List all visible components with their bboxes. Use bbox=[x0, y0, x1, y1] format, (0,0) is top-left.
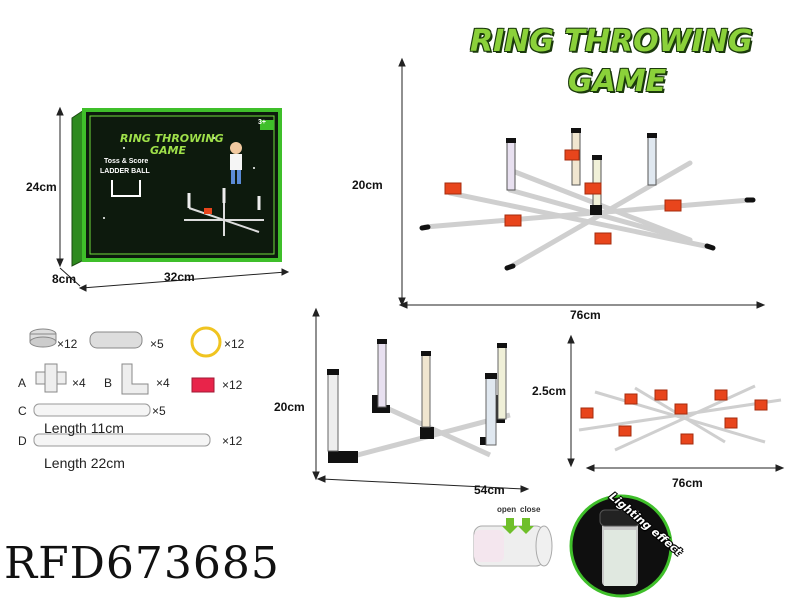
cap-qty: ×12 bbox=[57, 337, 78, 351]
product-box bbox=[64, 108, 286, 268]
box-subtitle-line2: LADDER BALL bbox=[100, 168, 150, 175]
pipe-short-icon bbox=[33, 403, 151, 417]
box-height-label: 24cm bbox=[26, 180, 57, 194]
large-width-label: 76cm bbox=[570, 308, 601, 322]
box-subtitle-line1: Toss & Score bbox=[104, 158, 149, 165]
flat-height-label: 2.5cm bbox=[532, 384, 567, 398]
small-width-label: 54cm bbox=[474, 483, 505, 497]
ring-icon bbox=[190, 326, 222, 358]
ring-qty: ×12 bbox=[224, 337, 245, 351]
pipe-long-icon bbox=[33, 433, 211, 447]
pipe-long-qty: ×12 bbox=[222, 434, 243, 448]
part-d-letter: D bbox=[18, 434, 27, 448]
game-title-line1: RING THROWING bbox=[470, 24, 753, 59]
cap-icon bbox=[29, 328, 57, 348]
pipe-short-length: Length 11cm bbox=[44, 420, 124, 436]
elbow-connector-icon bbox=[121, 363, 149, 395]
box-title-line1: RING THROWING bbox=[120, 132, 224, 145]
switch-open-label: open bbox=[497, 505, 517, 514]
switch-close-label: close bbox=[520, 505, 541, 514]
pipe-short-qty: ×5 bbox=[152, 404, 166, 418]
game-title-line2: GAME bbox=[568, 64, 667, 99]
box-title-line2: GAME bbox=[150, 144, 187, 157]
box-depth-label: 8cm bbox=[52, 272, 77, 286]
box-dimension-arrows bbox=[56, 106, 290, 292]
tube-joint-qty: ×5 bbox=[150, 337, 164, 351]
part-c-letter: C bbox=[18, 404, 27, 418]
assembled-game-small bbox=[312, 307, 530, 493]
large-height-label: 20cm bbox=[352, 178, 383, 192]
lighting-switch-detail bbox=[473, 518, 553, 567]
cross-connector-qty: ×4 bbox=[72, 376, 86, 390]
pipe-long-length: Length 22cm bbox=[44, 455, 125, 471]
cross-connector-icon bbox=[35, 363, 67, 393]
beanbag-qty: ×12 bbox=[222, 378, 243, 392]
box-age-badge: 3+ bbox=[258, 119, 266, 126]
small-height-label: 20cm bbox=[274, 400, 305, 414]
flat-width-label: 76cm bbox=[672, 476, 703, 490]
box-width-label: 32cm bbox=[164, 270, 195, 284]
tube-joint-icon bbox=[89, 331, 143, 349]
beanbag-icon bbox=[191, 377, 215, 393]
part-a-letter: A bbox=[18, 376, 27, 390]
assembled-game-large bbox=[398, 57, 766, 309]
product-code: RFD673685 bbox=[4, 538, 280, 589]
part-b-letter: B bbox=[104, 376, 113, 390]
lighting-effect-circle bbox=[569, 494, 673, 598]
flat-layout-game bbox=[567, 334, 785, 472]
elbow-qty: ×4 bbox=[156, 376, 170, 390]
parts-list: ×12 ×5 ×12 A ×4 B ×4 ×12 C ×5 Length 11c… bbox=[0, 320, 300, 480]
